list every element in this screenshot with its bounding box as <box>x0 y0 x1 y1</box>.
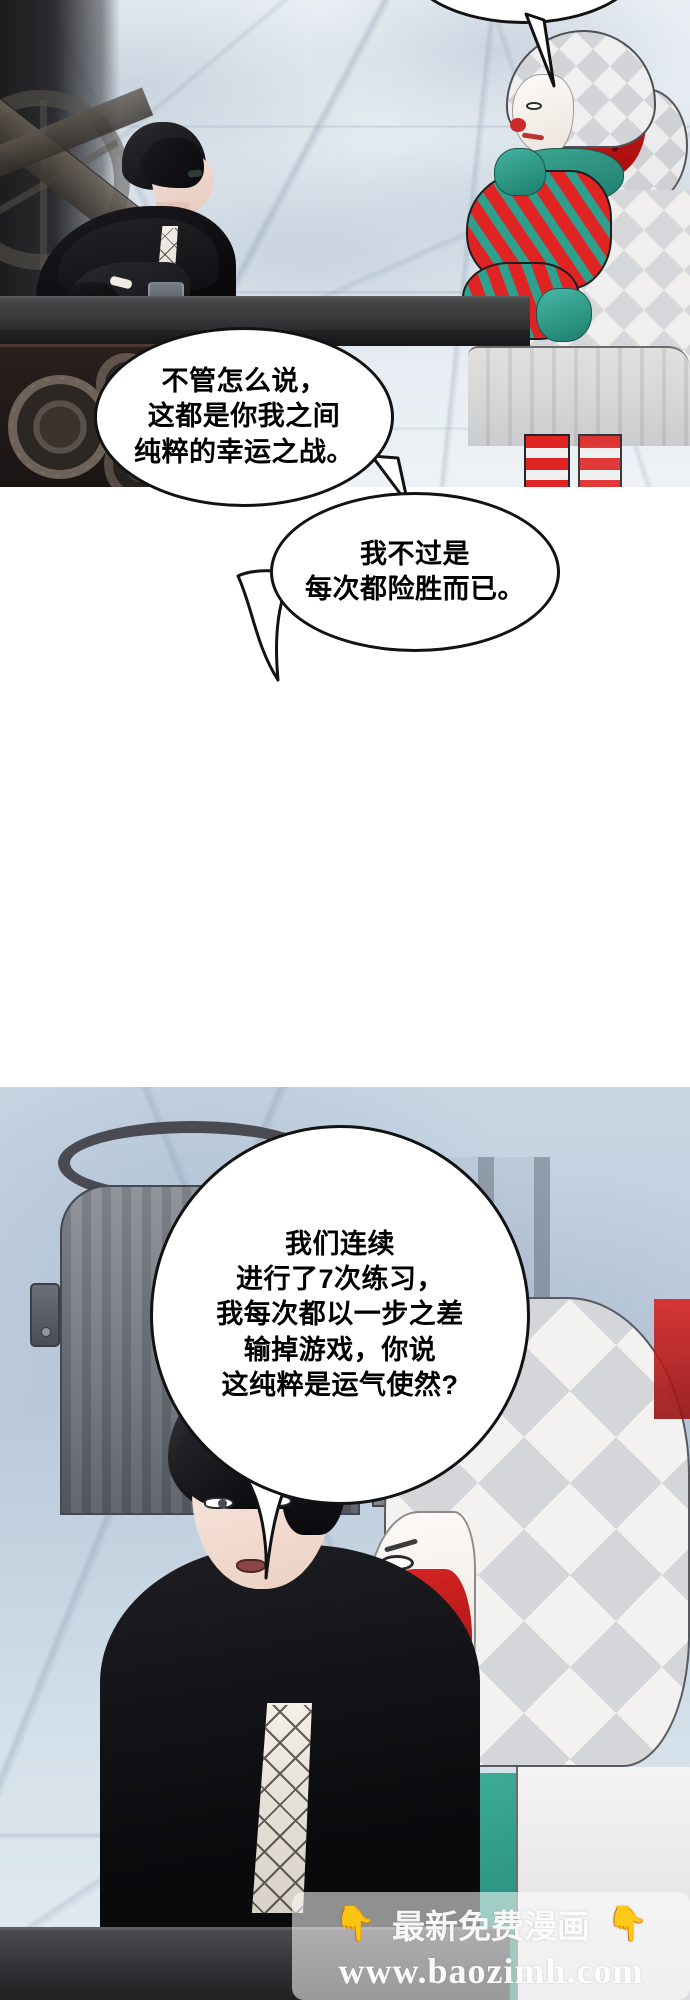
man-pupil-left <box>218 1499 227 1508</box>
jester-leg-right <box>578 434 622 487</box>
speech-bubble-1-text: 不管怎么说， 这都是你我之间 纯粹的幸运之战。 <box>134 366 354 467</box>
jester-skirt <box>468 346 690 446</box>
speech-bubble-1: 不管怎么说， 这都是你我之间 纯粹的幸运之战。 <box>94 327 394 507</box>
pointing-down-hand-icon-right: 👇 <box>606 1905 649 1943</box>
watermark-url[interactable]: www.baozimh.com <box>338 1951 644 1991</box>
jester-clown-nose <box>510 118 526 132</box>
character-dark-cloaked-man <box>36 122 252 330</box>
jester-red-patch <box>654 1299 690 1419</box>
speech-bubble-tail-top <box>524 12 564 92</box>
speech-bubble-3-text: 我们连续 进行了7次练习， 我每次都以一步之差 输掉游戏，你说 这纯粹是运气使然… <box>216 1229 464 1400</box>
jester-gloved-hand-upper <box>494 148 546 196</box>
site-watermark[interactable]: 👇 最新免费漫画 👇 www.baozimh.com <box>292 1892 690 2000</box>
jester-leg-left <box>524 434 570 487</box>
table-surface <box>0 296 530 332</box>
speech-bubble-2: 我不过是 每次都险胜而已。 <box>270 492 560 652</box>
character-jester <box>438 30 690 487</box>
speech-bubble-2-text: 我不过是 每次都险胜而已。 <box>305 538 525 604</box>
pointing-down-hand-icon-left: 👇 <box>333 1905 376 1943</box>
speech-bubble-3: 我们连续 进行了7次练习， 我每次都以一步之差 输掉游戏，你说 这纯粹是运气使然… <box>150 1125 530 1505</box>
watermark-tagline: 最新免费漫画 <box>392 1908 590 1945</box>
jester-eye <box>526 102 542 110</box>
metal-bracket-left <box>30 1283 60 1347</box>
man-hair-fringe <box>140 138 204 188</box>
watermark-tagline-row: 👇 最新免费漫画 👇 <box>334 1900 649 1948</box>
rivet-icon <box>41 1327 51 1337</box>
jester-gloved-hand-lower <box>536 288 592 342</box>
